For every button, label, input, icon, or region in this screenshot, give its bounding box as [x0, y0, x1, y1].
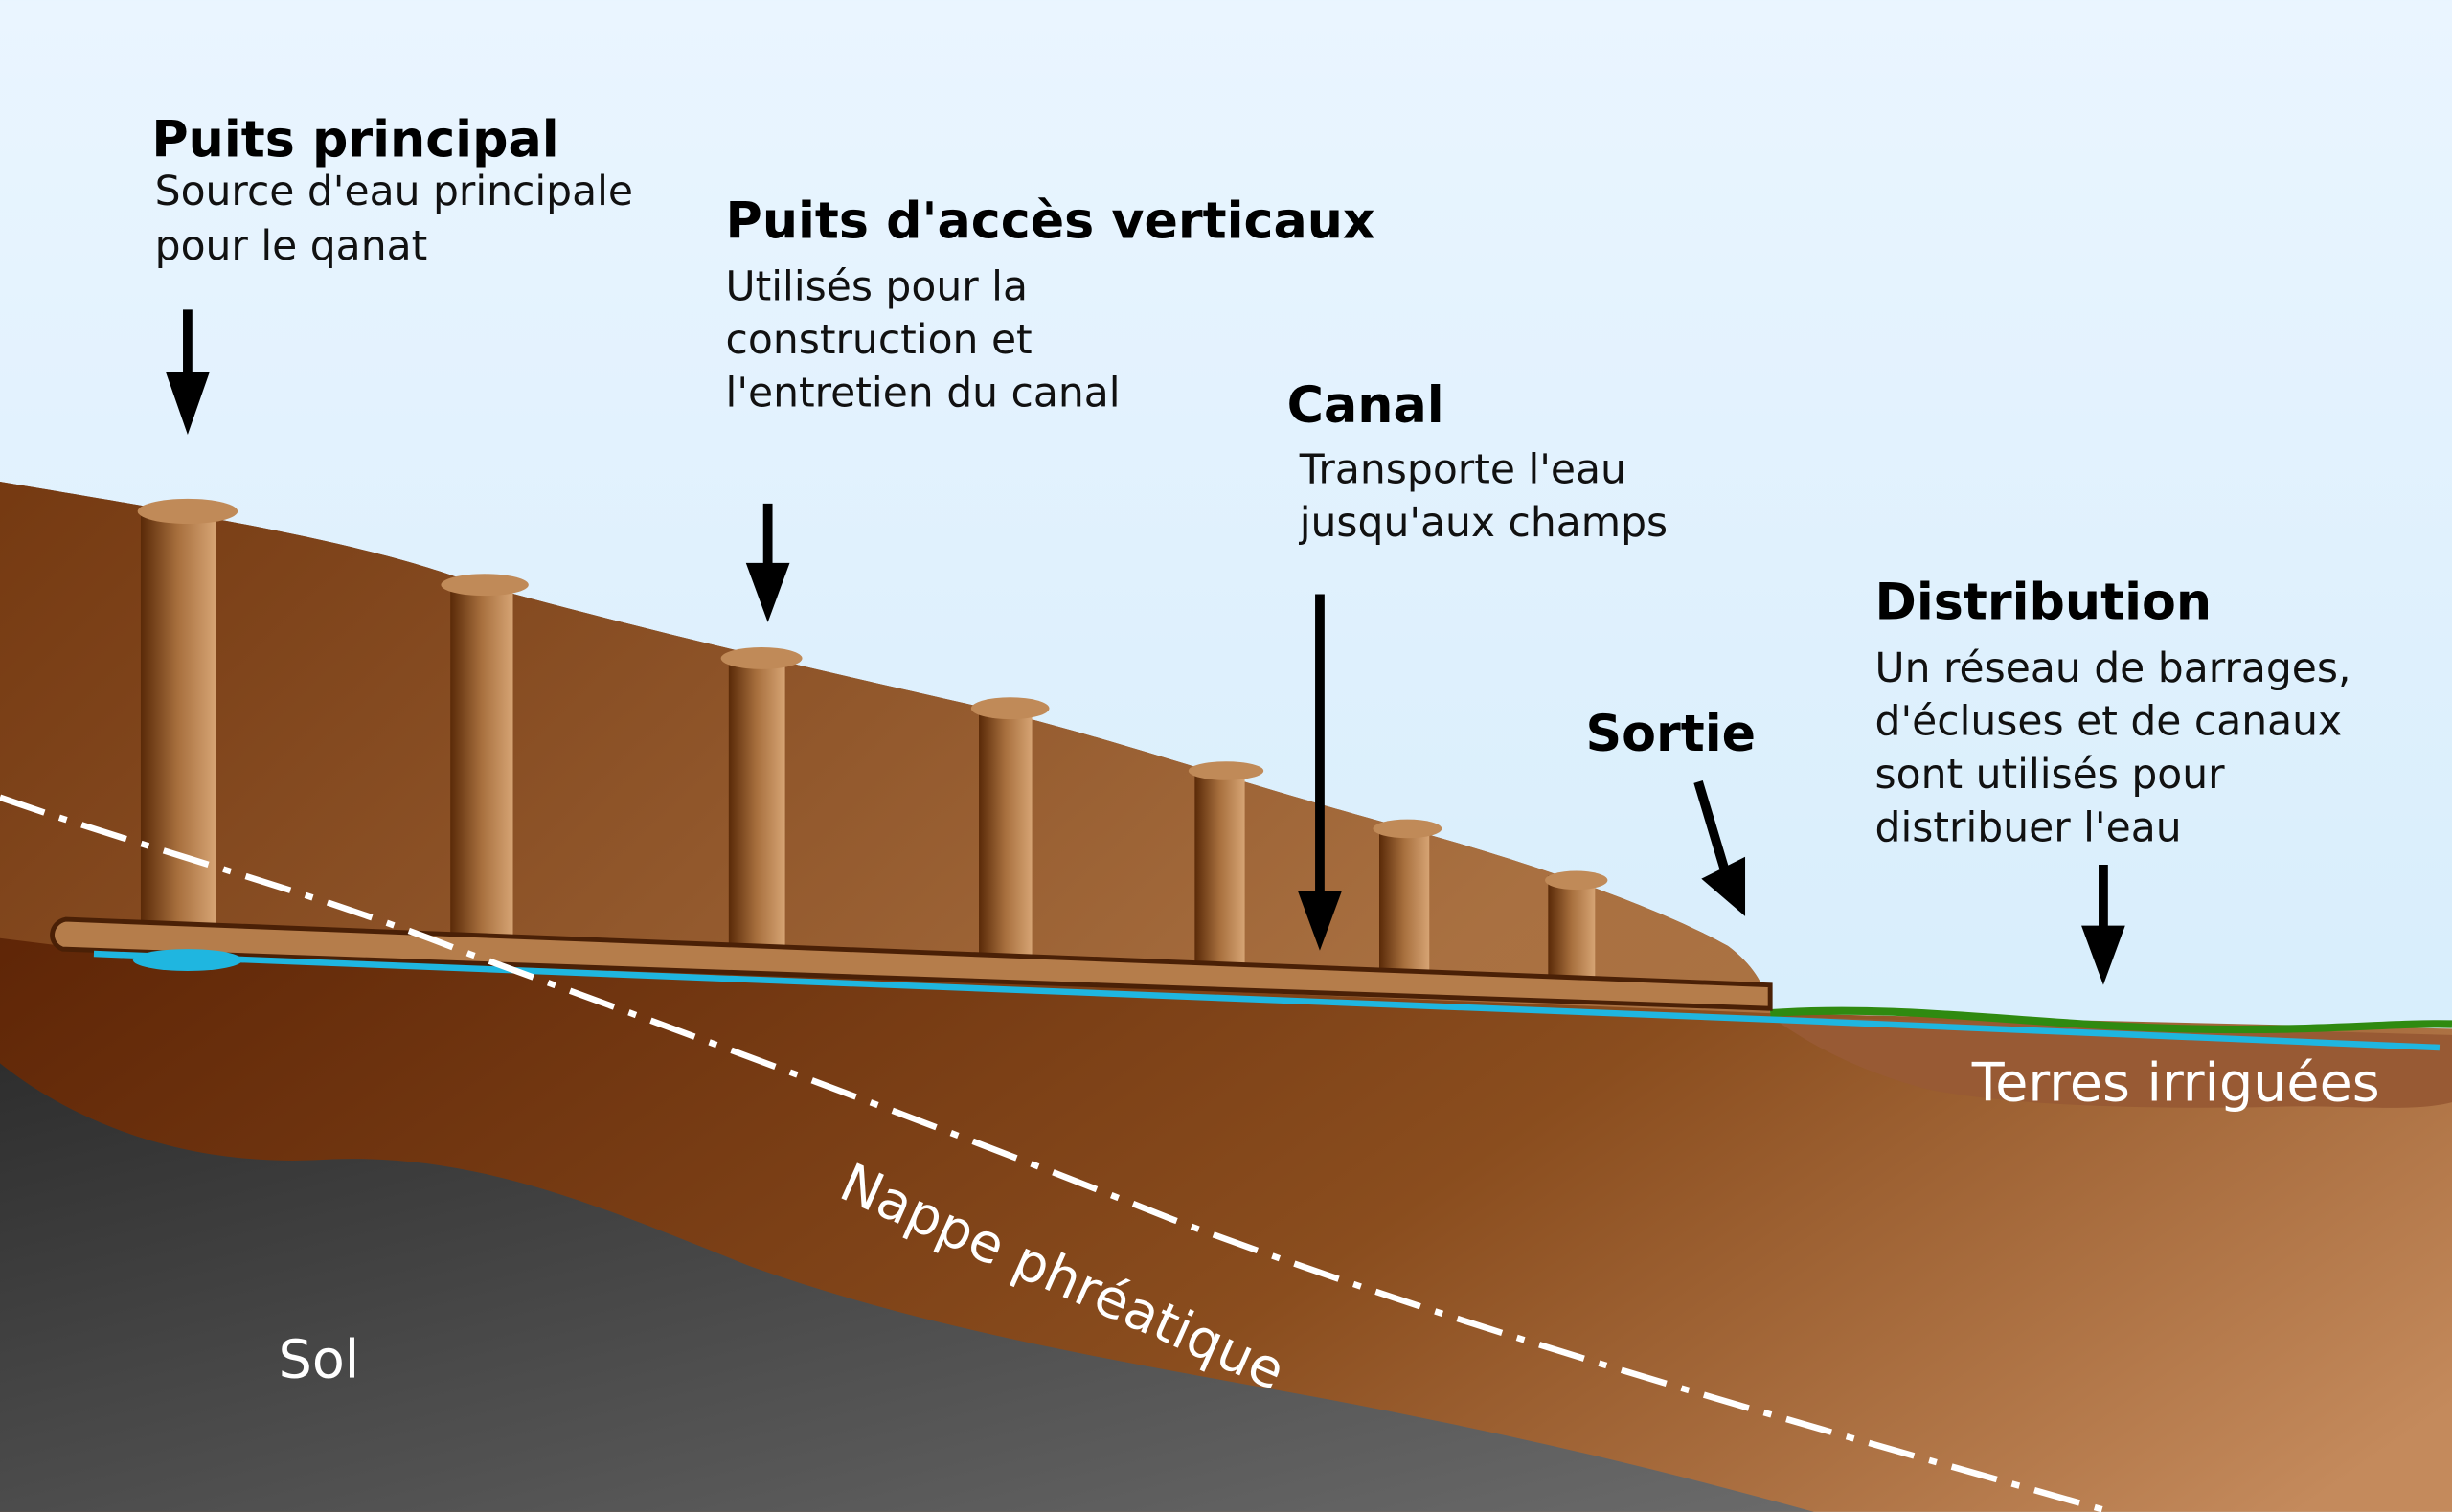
canal-desc-1: Transporte l'eau [1299, 447, 1626, 494]
distribution-desc-3: sont utilisés pour [1875, 752, 2226, 799]
canal-title: Canal [1287, 377, 1444, 435]
shaft [970, 697, 1050, 962]
arrows [166, 309, 2125, 985]
outlet-title: Sortie [1586, 706, 1757, 763]
canal-desc-2: jusqu'aux champs [1299, 500, 1668, 547]
arrow-distribution-icon [2081, 864, 2125, 985]
bedrock [0, 1063, 1814, 1512]
access-shafts [137, 498, 1608, 985]
water-table-line [0, 794, 2112, 1512]
main-well-title: Puits principal [151, 111, 558, 169]
arrow-access-shafts-icon [745, 503, 790, 622]
access-shafts-desc-3: l'entretien du canal [726, 371, 1121, 417]
arrow-main-well-icon [166, 309, 210, 435]
irrigated-lands-label: Terres irriguées [1971, 1052, 2380, 1115]
access-shafts-desc-2: construction et [726, 317, 1033, 364]
distribution-desc-2: d'écluses et de canaux [1875, 698, 2343, 745]
water-channel [93, 950, 2441, 1051]
distribution-desc-1: Un réseau de barrages, [1875, 645, 2351, 692]
access-shafts-title: Puits d'accès verticaux [726, 192, 1375, 250]
distribution-desc-4: distribuer l'eau [1875, 804, 2182, 851]
main-well-desc-1: Source d'eau principale [155, 169, 633, 215]
soil-label: Sol [279, 1328, 360, 1390]
grass-line [1769, 1006, 2452, 1034]
main-well-desc-2: pour le qanat [155, 223, 428, 270]
access-shafts-desc-1: Utilisés pour la [726, 264, 1028, 311]
shaft [441, 574, 529, 938]
shaft [1545, 870, 1608, 985]
water-pool [132, 949, 243, 971]
shaft [720, 647, 803, 951]
shaft [1373, 819, 1442, 981]
distribution-title: Distribution [1875, 575, 2213, 632]
arrow-canal-icon [1298, 594, 1342, 951]
arrow-outlet-icon [1693, 780, 1746, 916]
shaft [1188, 761, 1264, 973]
upper-ground [0, 481, 1771, 1014]
canal-tunnel [50, 916, 1773, 1011]
